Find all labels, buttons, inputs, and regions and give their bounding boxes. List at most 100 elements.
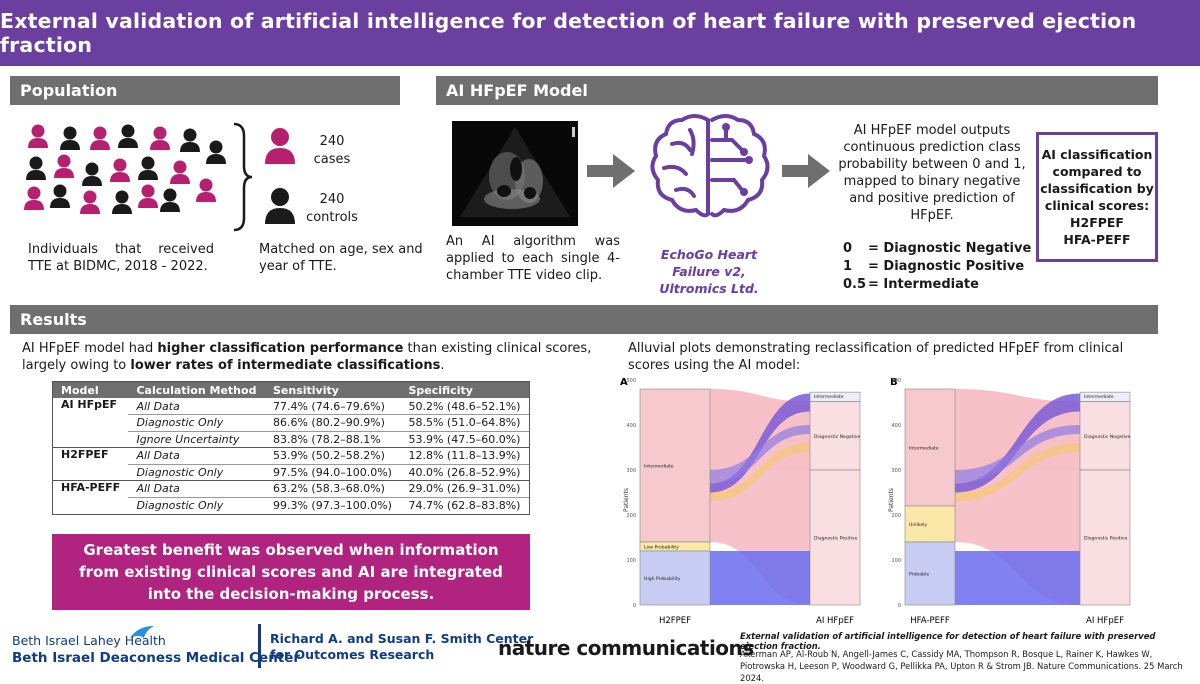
- ai-brain-icon: [650, 114, 770, 218]
- method-cell: Ignore Uncertainty: [128, 431, 265, 448]
- left-node-label: Low Probability: [644, 545, 679, 551]
- box-line: H2FPEF: [1070, 215, 1124, 230]
- specificity-cell: 53.9% (47.5–60.0%): [400, 431, 529, 448]
- specificity-cell: 40.0% (26.8–52.9%): [400, 464, 529, 481]
- panel-letter: A: [620, 377, 628, 388]
- specificity-cell: 12.8% (11.8–13.9%): [400, 447, 529, 465]
- box-line: AI classification: [1041, 147, 1153, 162]
- cases-label: cases: [313, 152, 351, 167]
- right-node: [1079, 469, 1131, 606]
- left-node-label: Probable: [909, 572, 929, 578]
- legend-row: 0= Diagnostic Negative: [843, 240, 1033, 258]
- intro-text: than existing clinical scores, largely o…: [22, 341, 592, 373]
- crowd-icon: [24, 124, 226, 214]
- table-row: AI HFpEF All Data 77.4% (74.6–79.6%) 50.…: [53, 398, 529, 448]
- legend-value: 1: [843, 259, 853, 274]
- alluvial-flow: [955, 425, 1080, 484]
- y-tick-label: 0: [898, 603, 901, 609]
- legend-row: 1 = Diagnostic Positive: [843, 258, 1033, 276]
- box-line: clinical scores:: [1044, 198, 1150, 213]
- right-node: [809, 469, 861, 606]
- x-axis-label: H2FPEF: [659, 616, 691, 626]
- table-header: Calculation Method: [128, 382, 265, 398]
- specificity-cell: 50.2% (48.6–52.1%): [400, 398, 529, 415]
- product-line: Failure v2,: [672, 264, 746, 279]
- method-cell: All Data: [128, 480, 265, 498]
- comparison-box: AI classification compared to classifica…: [1036, 132, 1158, 262]
- legend-label: = Diagnostic Negative: [868, 241, 1032, 256]
- citation-authors: Akerman AP, Al-Roub N, Angell-James C, C…: [740, 649, 1183, 683]
- controls-count: 240: [319, 192, 345, 207]
- method-cell: Diagnostic Only: [128, 464, 265, 481]
- brace-icon: [233, 122, 253, 232]
- population-header: Population: [10, 76, 400, 105]
- box-line: HFA-PEFF: [1063, 232, 1131, 247]
- y-tick-label: 400: [626, 423, 636, 429]
- alluvial-flow: [955, 551, 1080, 605]
- x-axis-label: AI HFpEF: [1086, 616, 1124, 626]
- left-node: [904, 541, 956, 606]
- right-node-label: Diagnostic Positive: [1084, 536, 1128, 542]
- intro-bold: lower rates of intermediate classificati…: [130, 358, 441, 373]
- box-line: classification by: [1040, 181, 1154, 196]
- legend-label: = Diagnostic Positive: [868, 259, 1025, 274]
- journal-logo: nature communications: [498, 636, 754, 660]
- title-banner: External validation of artificial intell…: [0, 0, 1200, 66]
- intro-bold: higher classification performance: [157, 341, 404, 356]
- product-name: EchoGo Heart Failure v2, Ultromics Ltd.: [640, 246, 778, 297]
- y-tick-label: 300: [626, 468, 636, 474]
- table-header: Specificity: [400, 382, 529, 398]
- table-row: H2FPEF All Data 53.9% (50.2–58.2%) 12.8%…: [53, 447, 529, 481]
- y-axis-label: Patients: [888, 488, 895, 512]
- right-node: [1079, 401, 1131, 471]
- output-text: AI HFpEF model outputs continuous predic…: [838, 123, 1026, 223]
- bilh-logo-text: Beth Israel Lahey Health: [12, 633, 166, 648]
- alluvial-caption: Alluvial plots demonstrating reclassific…: [628, 341, 1124, 373]
- control-person-icon: [265, 188, 295, 224]
- table-header: Model: [53, 382, 129, 398]
- specificity-cell: 74.7% (62.8–83.8%): [408, 499, 521, 512]
- page-title: External validation of artificial intell…: [0, 9, 1137, 57]
- left-node: [904, 388, 956, 507]
- alluvial-flow: [710, 551, 810, 605]
- y-tick-label: 500: [891, 378, 901, 384]
- legend-label: = Intermediate: [868, 277, 979, 292]
- specificity-cell: 29.0% (26.9–31.0%): [400, 480, 529, 498]
- individuals-text: Individuals that received TTE at BIDMC, …: [28, 242, 214, 274]
- left-node: [639, 550, 711, 606]
- table-row: Diagnostic Only 97.5% (94.0–100.0%) 40.0…: [53, 464, 529, 481]
- legend-row: 0.5= Intermediate: [843, 276, 1033, 294]
- right-node-label: Intermediate: [814, 394, 844, 400]
- results-header: Results: [10, 305, 1158, 334]
- left-node: [639, 388, 711, 543]
- method-cell: All Data: [128, 398, 265, 415]
- echo-image: [452, 121, 578, 226]
- table-row: Ignore Uncertainty 83.8% (78.2–88.1% 53.…: [53, 431, 529, 448]
- right-node-label: Diagnostic Negative: [1084, 434, 1131, 440]
- model-cell: AI HFpEF: [53, 398, 129, 448]
- sensitivity-cell: 53.9% (50.2–58.2%): [264, 447, 401, 465]
- model-header: AI HFpEF Model: [436, 76, 1158, 105]
- y-tick-label: 200: [891, 513, 901, 519]
- results-table: Model Calculation Method Sensitivity Spe…: [53, 382, 529, 514]
- results-table-wrap: Model Calculation Method Sensitivity Spe…: [52, 381, 530, 515]
- right-node-label: Diagnostic Negative: [814, 434, 861, 440]
- sensitivity-cell: 83.8% (78.2–88.1%: [264, 431, 401, 448]
- matched-text: Matched on age, sex and year of TTE.: [259, 242, 423, 274]
- alluvial-flow: [710, 425, 810, 484]
- model-cell: H2FPEF: [53, 447, 129, 481]
- sensitivity-cell: 97.5% (94.0–100.0%): [264, 464, 401, 481]
- model-cell: HFA-PEFF: [61, 481, 121, 494]
- alluvial-flow: [710, 443, 810, 502]
- y-tick-label: 300: [891, 468, 901, 474]
- panel-letter: B: [890, 377, 898, 388]
- product-line: Ultromics Ltd.: [659, 281, 759, 296]
- left-node-label: High Probability: [644, 576, 681, 582]
- algorithm-text: An AI algorithm was applied to each sing…: [446, 234, 620, 283]
- table-row: Diagnostic Only 86.6% (80.2–90.9%) 58.5%…: [53, 414, 529, 432]
- x-axis-label: HFA-PEFF: [910, 616, 950, 626]
- y-tick-label: 200: [626, 513, 636, 519]
- table-header-row: Model Calculation Method Sensitivity Spe…: [53, 382, 529, 398]
- alluvial-panel: B0100200300400500PatientsIntermediateUnl…: [888, 377, 1131, 626]
- box-line: compared to: [1052, 164, 1142, 179]
